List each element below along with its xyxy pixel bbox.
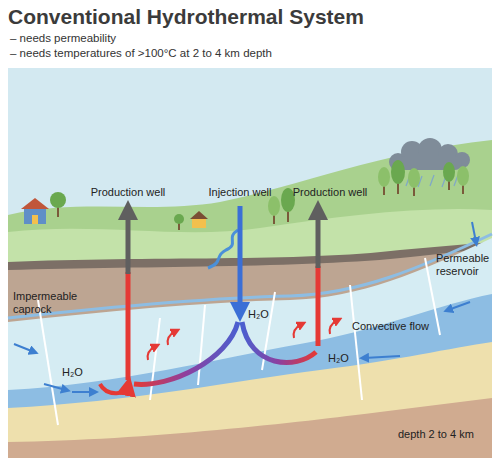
label-text: Impermeable caprock (13, 290, 93, 316)
label-text: H₂O (62, 366, 83, 379)
subtitle-note: – needs permeability (10, 32, 116, 46)
label-text: depth 2 to 4 km (398, 428, 474, 441)
label-text: H₂O (328, 352, 349, 365)
label-text: Permeable reservoir (436, 252, 492, 278)
label-text: H₂O (248, 308, 269, 321)
title: Conventional Hydrothermal System (8, 4, 364, 29)
label-text: Production well (91, 186, 166, 199)
label-text: Injection well (209, 186, 272, 199)
subtitle-note: – needs temperatures of >100°C at 2 to 4… (10, 47, 272, 61)
label-text: Convective flow (352, 320, 429, 333)
label-text: Production well (293, 186, 368, 199)
